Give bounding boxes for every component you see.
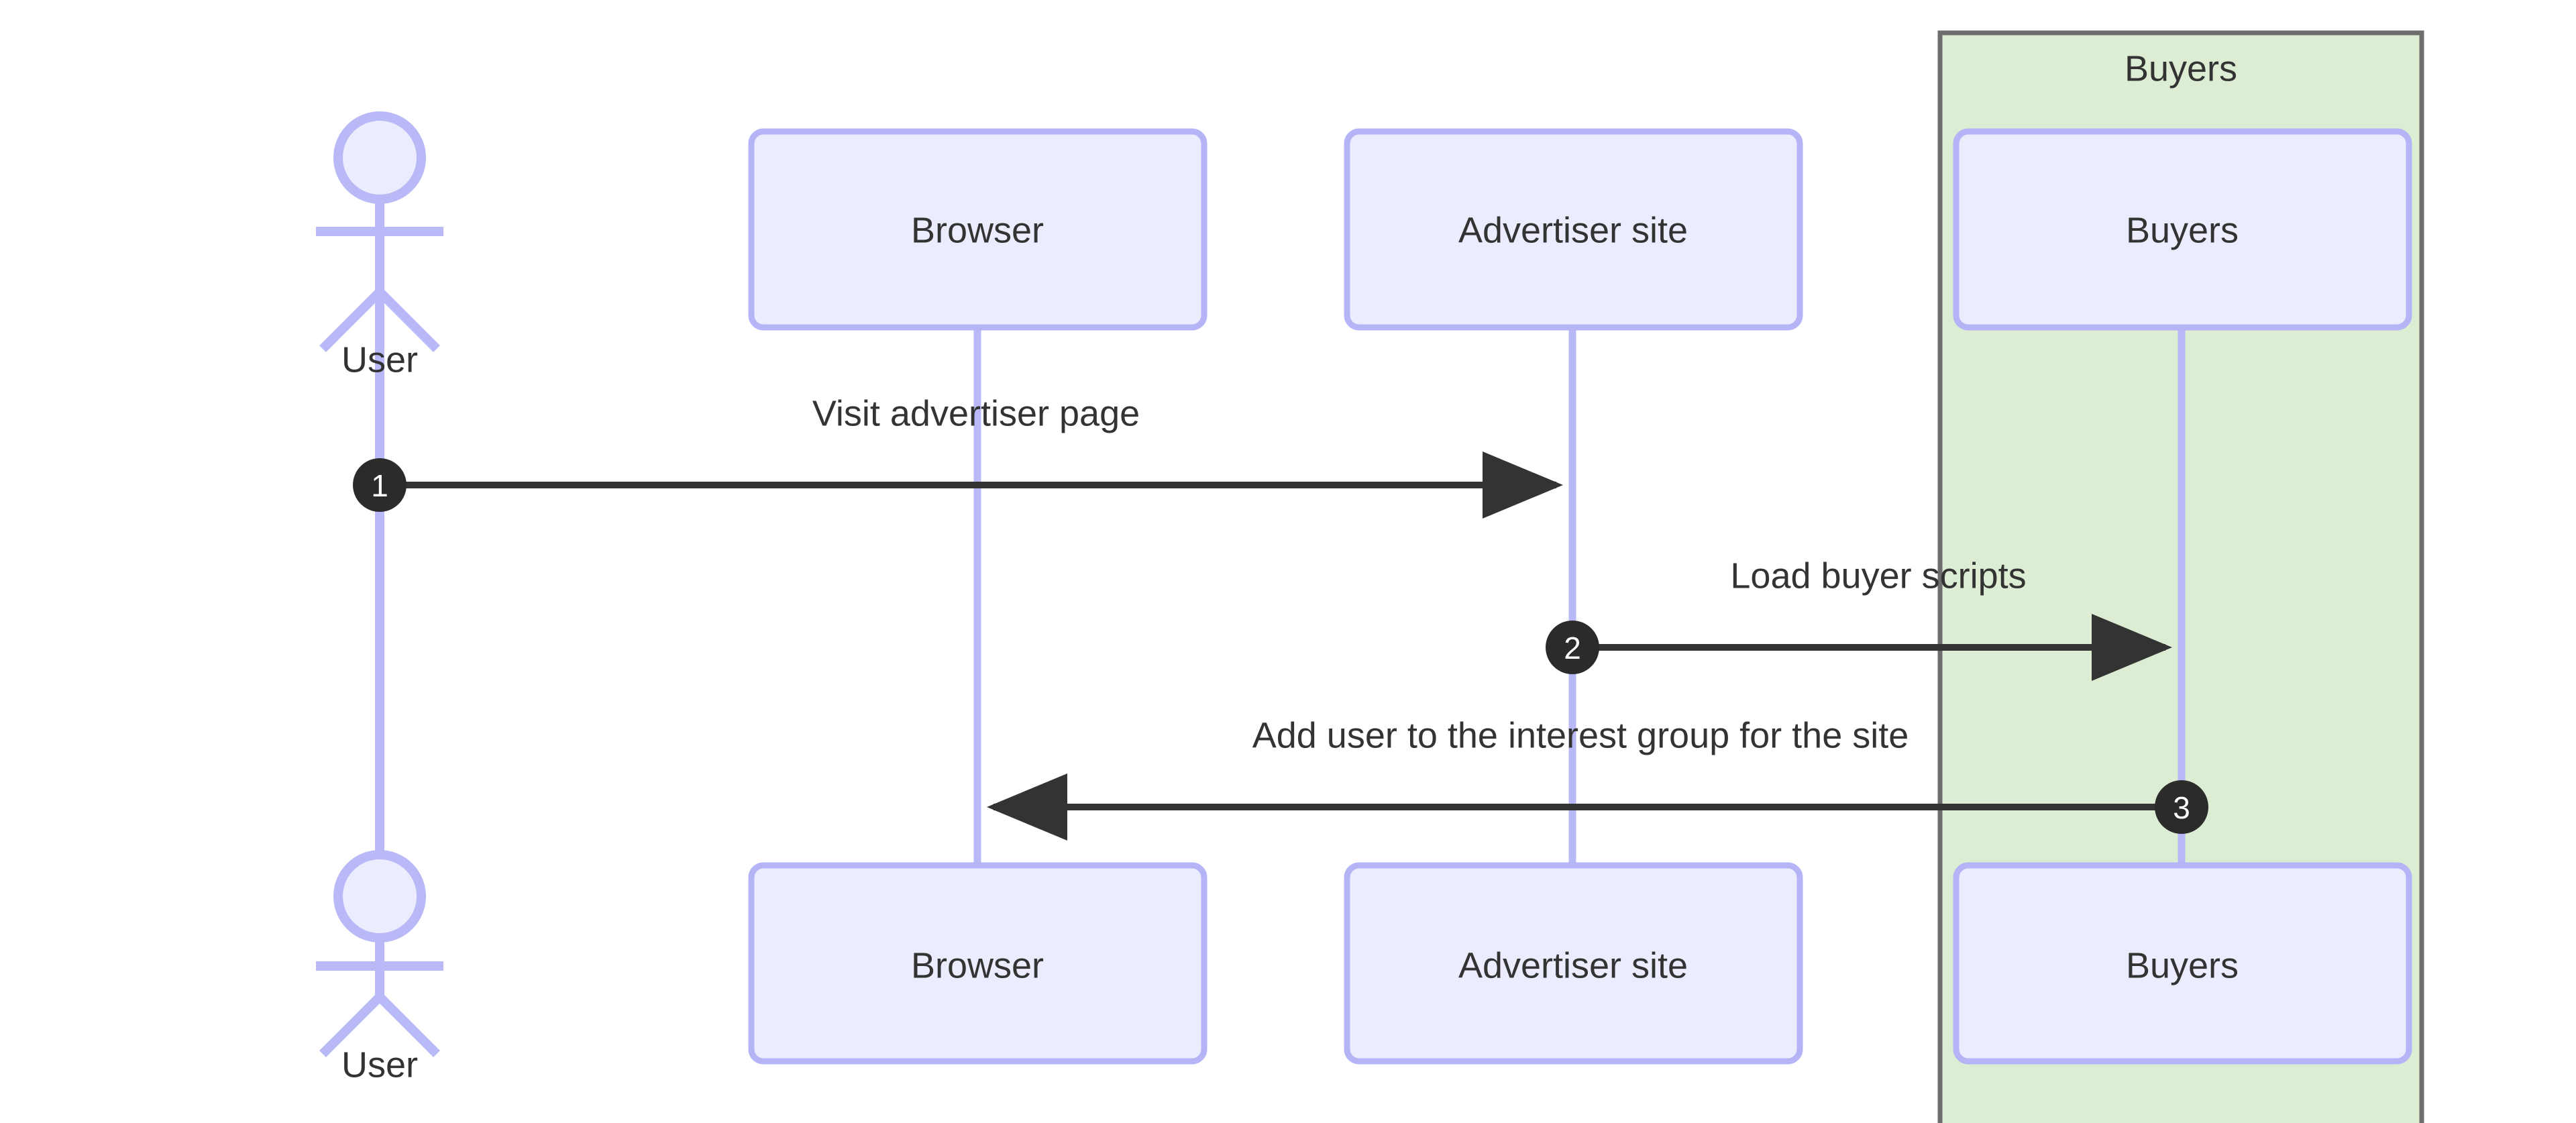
- participant-label-advertiser-bottom: Advertiser site: [1458, 945, 1688, 985]
- participant-box-buyers-bottom[interactable]: Buyers: [1953, 862, 2412, 1065]
- message-label-1: Visit advertiser page: [812, 393, 1140, 433]
- participant-label-advertiser-top: Advertiser site: [1458, 210, 1688, 250]
- actor-leg-right-icon: [376, 288, 440, 352]
- message-1[interactable]: Visit advertiser page 1: [353, 393, 1563, 519]
- participant-label-buyers-top: Buyers: [2126, 210, 2239, 250]
- participant-box-browser-bottom[interactable]: Browser: [748, 862, 1208, 1065]
- actor-leg-left-icon: [319, 994, 383, 1057]
- actor-user-top[interactable]: User: [316, 111, 443, 380]
- participant-box-advertiser-top[interactable]: Advertiser site: [1344, 128, 1803, 331]
- actor-head-icon: [333, 111, 426, 204]
- participant-rect: [1344, 128, 1803, 331]
- sequence-marker-2-number: 2: [1564, 631, 1581, 665]
- participant-box-buyers-top[interactable]: Buyers: [1953, 128, 2412, 331]
- participant-box-advertiser-bottom[interactable]: Advertiser site: [1344, 862, 1803, 1065]
- actor-user-bottom[interactable]: User: [316, 850, 443, 1085]
- actor-leg-right-icon: [376, 994, 440, 1057]
- participant-box-browser-top[interactable]: Browser: [748, 128, 1208, 331]
- participant-rect: [1344, 862, 1803, 1065]
- participant-label-browser-top: Browser: [911, 210, 1044, 250]
- message-2[interactable]: Load buyer scripts 2: [1546, 555, 2172, 681]
- participant-label-browser-bottom: Browser: [911, 945, 1044, 985]
- participant-rect: [1953, 128, 2412, 331]
- message-label-2: Load buyer scripts: [1730, 555, 2026, 596]
- actor-label-user-top: User: [341, 339, 418, 380]
- actor-leg-left-icon: [319, 288, 383, 352]
- message-label-3: Add user to the interest group for the s…: [1252, 715, 1909, 755]
- actor-head-icon: [333, 850, 426, 943]
- message-3[interactable]: Add user to the interest group for the s…: [987, 715, 2208, 841]
- lifelines: [375, 250, 2186, 865]
- participant-rect: [748, 128, 1208, 331]
- sequence-marker-3-circle: [2155, 780, 2208, 834]
- sequence-marker-2-circle: [1546, 621, 1599, 674]
- sequence-marker-1-circle: [353, 458, 407, 512]
- actor-label-user-bottom: User: [341, 1045, 418, 1085]
- sequence-marker-3-number: 3: [2173, 790, 2190, 825]
- participant-rect: [748, 862, 1208, 1065]
- participant-label-buyers-bottom: Buyers: [2126, 945, 2239, 985]
- group-title: Buyers: [2125, 48, 2237, 89]
- sequence-marker-1-number: 1: [371, 468, 388, 503]
- participant-rect: [1953, 862, 2412, 1065]
